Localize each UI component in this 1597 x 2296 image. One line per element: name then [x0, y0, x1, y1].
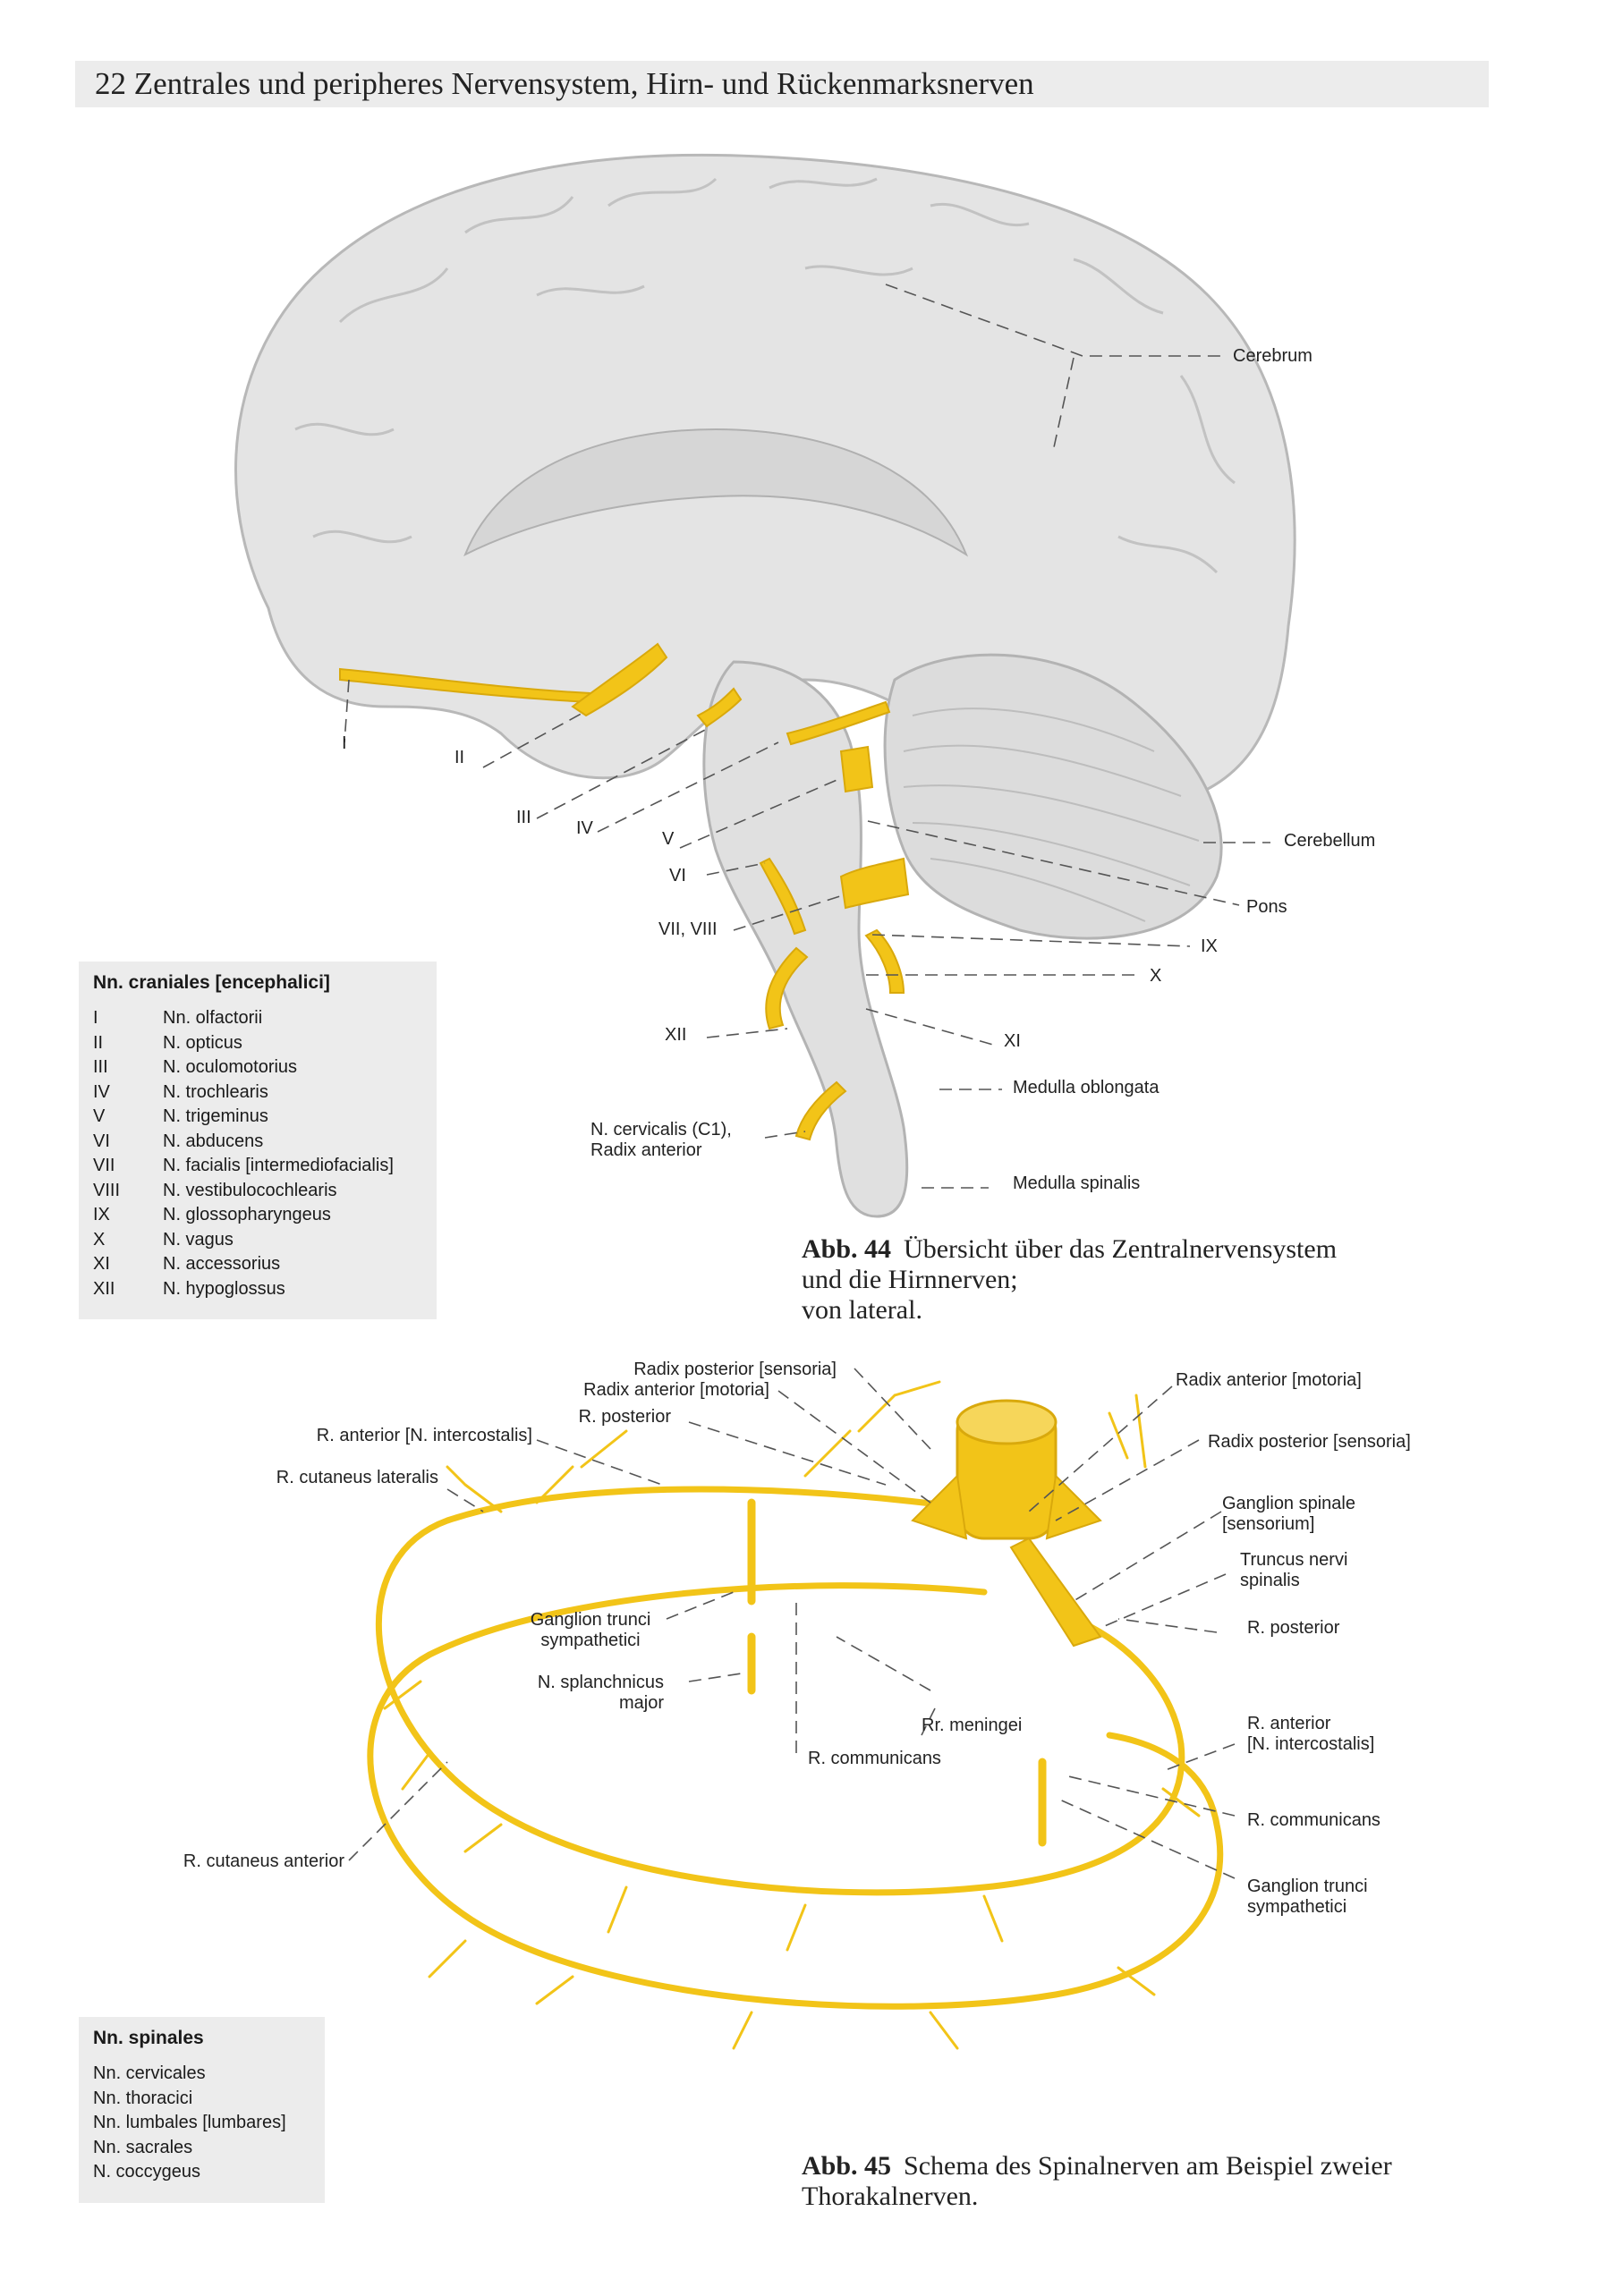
label-rr-meningei: Rr. meningei	[922, 1716, 1023, 1735]
cranial-nerves	[339, 642, 910, 1141]
label-pons: Pons	[1246, 897, 1287, 917]
label-r-communicans-right: R. communicans	[1247, 1810, 1380, 1830]
nerve-vii-viii	[839, 857, 910, 910]
label-r-posterior-right: R. posterior	[1247, 1618, 1340, 1638]
fig45-leader-lines	[348, 1368, 1236, 1879]
label-iii: III	[516, 808, 531, 827]
label-c1-line2: Radix anterior	[590, 1140, 702, 1160]
nerve-v	[839, 745, 874, 793]
spinal-nerve-schema	[367, 1380, 1224, 2050]
nerve-vi	[759, 857, 807, 936]
branches	[383, 1380, 1201, 2050]
label-ganglion-spinale-1: Ganglion spinale	[1222, 1494, 1355, 1513]
label-ganglion-trunci-left-2: sympathetici	[540, 1631, 641, 1650]
label-v: V	[662, 829, 675, 849]
label-radix-anterior-right: Radix anterior [motoria]	[1176, 1370, 1362, 1390]
label-splanchnicus-1: N. splanchnicus	[537, 1673, 664, 1692]
label-cerebrum: Cerebrum	[1233, 346, 1312, 366]
nerve-iii	[696, 687, 743, 728]
list-item: Nn. thoracici	[93, 2088, 193, 2108]
spinal-cord-section	[911, 1399, 1102, 1648]
label-xi: XI	[1004, 1031, 1021, 1051]
label-medulla-oblongata: Medulla oblongata	[1013, 1078, 1160, 1097]
label-truncus-1: Truncus nervi	[1240, 1550, 1348, 1570]
header-band	[75, 61, 1489, 107]
list-item: Nn. lumbales [lumbares]	[93, 2113, 286, 2132]
label-r-communicans-mid: R. communicans	[808, 1749, 941, 1768]
nerve-iv	[786, 700, 891, 746]
label-ii: II	[454, 748, 465, 767]
label-r-anterior-right-2: [N. intercostalis]	[1247, 1734, 1375, 1754]
label-truncus-2: spinalis	[1240, 1571, 1300, 1590]
list-item: Nn. cervicales	[93, 2063, 206, 2083]
nerve-ix-x	[864, 928, 905, 994]
label-ganglion-spinale-2: [sensorium]	[1222, 1514, 1315, 1534]
label-r-anterior-right-1: R. anterior	[1247, 1714, 1331, 1733]
caption-45-number: Abb. 45	[802, 2151, 892, 2181]
brain-illustration	[234, 153, 1296, 1218]
label-r-cutaneus-anterior: R. cutaneus anterior	[183, 1851, 344, 1871]
gyri-lines	[294, 177, 1236, 574]
label-r-posterior-top: R. posterior	[578, 1407, 671, 1427]
spinal-table-title: Nn. spinales	[93, 2028, 204, 2048]
page-header: 22 Zentrales und peripheres Nervensystem…	[95, 66, 1034, 101]
label-vii-viii: VII, VIII	[658, 919, 718, 939]
list-item: N. coccygeus	[93, 2162, 201, 2182]
label-x: X	[1150, 966, 1162, 986]
label-vi: VI	[669, 866, 686, 885]
upper-intercostal-nerve	[375, 1486, 1185, 1896]
brainstem-shape	[702, 660, 909, 1218]
cranial-table-title: Nn. craniales [encephalici]	[93, 972, 330, 993]
label-r-anterior-intercostalis: R. anterior [N. intercostalis]	[316, 1426, 532, 1445]
label-splanchnicus-2: major	[618, 1693, 664, 1713]
label-ganglion-trunci-right-2: sympathetici	[1247, 1897, 1347, 1917]
nerve-c1	[794, 1080, 847, 1141]
list-item: Nn. sacrales	[93, 2137, 193, 2157]
label-radix-posterior-top: Radix posterior [sensoria]	[633, 1360, 837, 1379]
label-r-cutaneus-lateralis: R. cutaneus lateralis	[276, 1468, 438, 1487]
label-ganglion-trunci-right-1: Ganglion trunci	[1247, 1877, 1368, 1896]
fig44-leader-lines	[344, 284, 1270, 1189]
label-xii: XII	[665, 1025, 687, 1045]
label-radix-anterior-top: Radix anterior [motoria]	[583, 1380, 769, 1400]
cerebellum-folia	[903, 707, 1200, 922]
label-c1-line1: N. cervicalis (C1),	[590, 1120, 732, 1140]
nerve-ii-optic	[571, 642, 668, 717]
label-iv: IV	[576, 818, 593, 838]
lower-intercostal-nerve	[367, 1582, 1224, 2010]
label-ix: IX	[1201, 936, 1218, 956]
label-radix-posterior-right: Radix posterior [sensoria]	[1208, 1432, 1411, 1452]
label-ganglion-trunci-left-1: Ganglion trunci	[530, 1610, 651, 1630]
label-i: I	[342, 733, 347, 753]
label-cerebellum: Cerebellum	[1284, 831, 1376, 851]
label-medulla-spinalis: Medulla spinalis	[1013, 1173, 1141, 1193]
corpus-callosum	[463, 428, 969, 557]
nerve-xii	[765, 946, 809, 1030]
spinal-nerves-table: Nn. spinales Nn. cervicales Nn. thoracic…	[79, 2017, 325, 2203]
caption-44-number: Abb. 44	[802, 1234, 892, 1264]
